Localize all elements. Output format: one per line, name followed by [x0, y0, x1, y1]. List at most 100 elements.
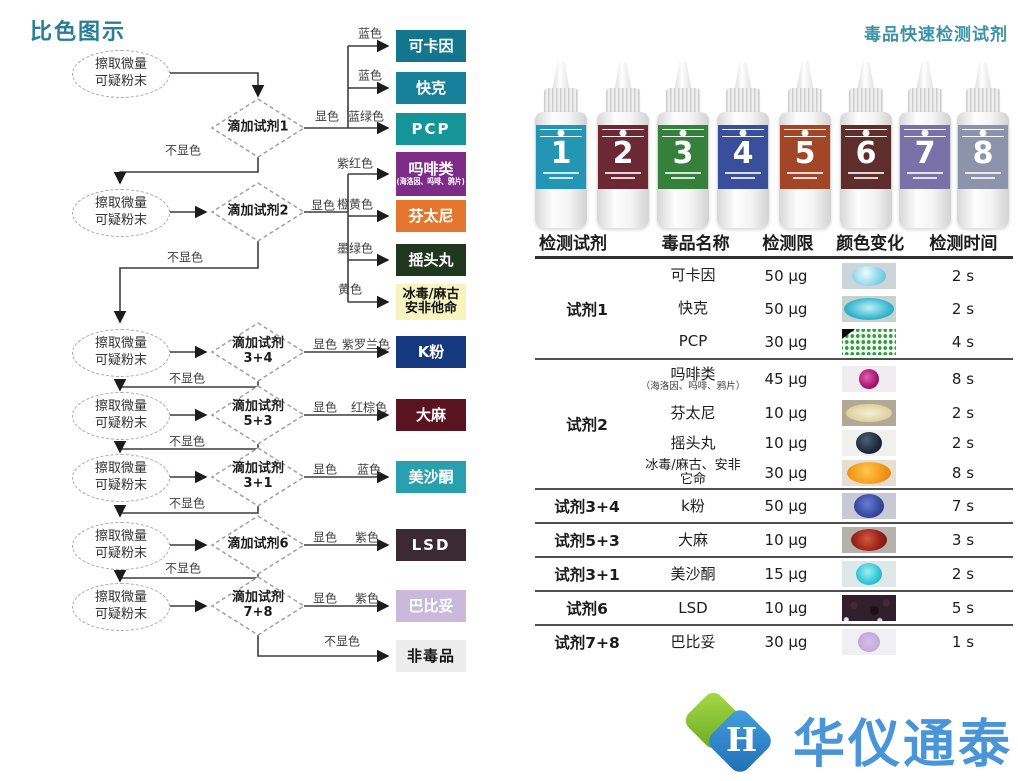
group-reagent-label: 试剂5+3 — [554, 532, 620, 550]
group-reagent-label: 试剂3+4 — [554, 498, 620, 516]
flow-source-oval: 擦取微量可疑粉末 — [72, 329, 170, 377]
result-box-morphine: 吗啡类(海洛因、吗啡、鸦片) — [396, 152, 466, 196]
decision-label: 滴加试剂2 — [227, 203, 289, 219]
bottle-number: 3 — [672, 136, 694, 171]
color-swatch — [842, 295, 896, 322]
label-stripes — [722, 129, 764, 137]
show-color-label: 显色 — [312, 591, 338, 606]
no-show-label: 不显色 — [168, 371, 206, 386]
decision-label: 滴加试剂6 — [227, 536, 289, 552]
result-box-lsd: LSD — [396, 529, 466, 561]
label-stripes — [662, 129, 704, 137]
branch-color-label: 蓝色 — [357, 26, 383, 41]
dropper-tip — [796, 62, 814, 89]
color-swatch — [842, 366, 896, 392]
table-header-reagent: 检测试剂 — [539, 234, 607, 254]
branch-color-label: 紫色 — [354, 530, 380, 545]
label-text-bar — [848, 172, 884, 174]
dropper-tip — [974, 62, 992, 89]
table-header-time: 检测时间 — [929, 234, 998, 254]
bottle-cap — [726, 88, 760, 114]
show-color-label: 显色 — [310, 198, 336, 213]
result-box-barbital: 巴比妥 — [396, 590, 466, 622]
bottle-label: 4 — [718, 125, 768, 189]
label-text-bar — [665, 172, 701, 174]
right-panel-title: 毒品快速检测试剂 — [864, 25, 1008, 45]
label-text-bar — [731, 177, 755, 179]
label-text-bar — [913, 177, 937, 179]
bottle-body: 8 — [957, 112, 1009, 228]
no-show-label: 不显色 — [168, 496, 206, 511]
label-stripes — [540, 129, 582, 137]
decision-label: 滴加试剂1 — [227, 119, 289, 135]
bottle-number: 4 — [732, 136, 754, 171]
label-text-bar — [725, 172, 761, 174]
branch-color-label: 红棕色 — [350, 400, 388, 415]
flow-source-oval: 擦取微量可疑粉末 — [72, 583, 170, 631]
label-text-bar — [907, 172, 943, 174]
bottle-number: 2 — [612, 136, 634, 171]
bottle-body: 5 — [779, 112, 831, 228]
branch-color-label: 橙黄色 — [336, 197, 374, 212]
no-show-label: 不显色 — [164, 561, 202, 576]
bottle-number: 7 — [914, 136, 936, 171]
bottle-label: 8 — [958, 125, 1008, 189]
bottle-body: 4 — [717, 112, 769, 228]
reagent-bottle-4: 4 — [717, 62, 769, 228]
flow-source-oval: 擦取微量可疑粉末 — [72, 522, 170, 570]
result-box-crack: 快克 — [396, 72, 466, 104]
label-text-bar — [971, 177, 995, 179]
no-show-label: 不显色 — [164, 143, 202, 158]
branch-color-label: 紫色 — [354, 591, 380, 606]
label-text-bar — [787, 172, 823, 174]
dropper-tip — [552, 62, 570, 89]
reagent-bottle-8: 8 — [957, 62, 1009, 228]
bottle-cap — [849, 88, 883, 114]
reagent-bottle-2: 2 — [597, 62, 649, 228]
bottle-number: 8 — [972, 136, 994, 171]
result-box-methadone: 美沙酮 — [396, 461, 466, 493]
label-text-bar — [543, 172, 579, 174]
flow-source-oval: 擦取微量可疑粉末 — [72, 50, 170, 98]
logo-h-icon: H — [726, 720, 758, 759]
emblem-icon — [679, 129, 687, 137]
page-title: 比色图示 — [30, 20, 127, 45]
table-header-limit: 检测限 — [762, 234, 814, 254]
branch-color-label: 黄色 — [337, 282, 363, 297]
reagent-bottle-5: 5 — [779, 62, 831, 228]
table-header-row: 检测试剂 毒品名称 检测限 颜色变化 检测时间 — [535, 230, 1013, 259]
table-header-color: 颜色变化 — [836, 234, 905, 254]
branch-color-label: 蓝色 — [357, 68, 383, 83]
bottle-number: 6 — [855, 136, 877, 171]
bottle-label: 7 — [900, 125, 950, 189]
group-reagent-label: 试剂7+8 — [554, 634, 620, 652]
emblem-icon — [557, 129, 565, 137]
reagent-bottle-7: 7 — [899, 62, 951, 228]
flow-source-oval: 擦取微量可疑粉末 — [72, 454, 170, 502]
group-reagent-label: 试剂2 — [566, 416, 608, 434]
bottle-cap — [666, 88, 700, 114]
emblem-icon — [739, 129, 747, 137]
bottle-cap — [908, 88, 942, 114]
group-reagent-label: 试剂3+1 — [554, 566, 620, 584]
flow-source-oval: 擦取微量可疑粉末 — [72, 392, 170, 440]
bottle-cap — [966, 88, 1000, 114]
logo-text: 华仪通泰 — [793, 714, 1014, 775]
branch-color-label: 紫罗兰色 — [341, 337, 391, 352]
